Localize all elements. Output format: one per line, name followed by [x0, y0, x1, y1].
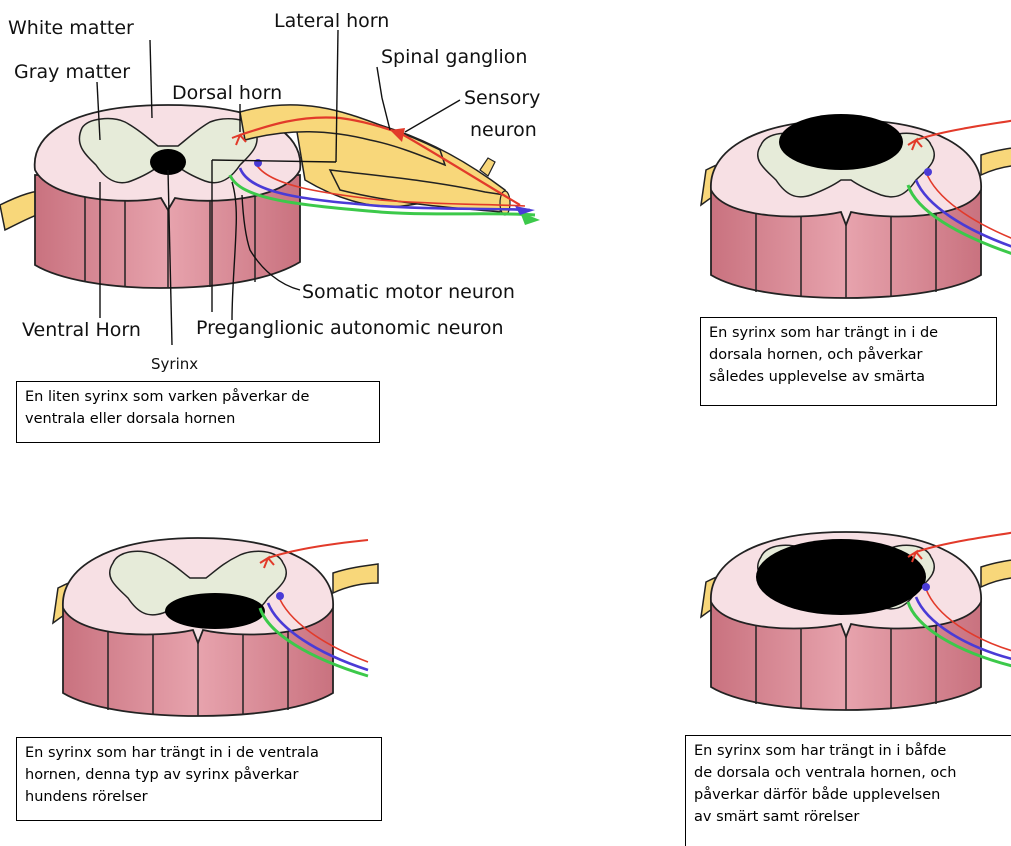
syrinx-both	[756, 539, 926, 615]
caption-line: En syrinx som har trängt in i de	[709, 322, 988, 344]
caption-line: således upplevelse av smärta	[709, 366, 988, 388]
label-somatic-motor-neuron: Somatic motor neuron	[302, 281, 515, 303]
caption-line: hundens rörelser	[25, 786, 373, 808]
syrinx-ventral	[165, 593, 265, 629]
label-dorsal-horn: Dorsal horn	[172, 82, 282, 104]
caption-both-syrinx: En syrinx som har trängt in i båfde de d…	[685, 735, 1011, 846]
caption-dorsal-syrinx: En syrinx som har trängt in i de dorsala…	[700, 317, 997, 406]
label-sensory-neuron-2: neuron	[470, 119, 537, 141]
panel-ventral-syrinx	[53, 538, 378, 716]
caption-small-syrinx: En liten syrinx som varken påverkar de v…	[16, 381, 380, 443]
panel-dorsal-syrinx	[701, 114, 1011, 298]
label-lateral-horn: Lateral horn	[274, 10, 389, 32]
caption-line: En syrinx som har trängt in i båfde	[694, 740, 1003, 762]
caption-line: de dorsala och ventrala hornen, och	[694, 762, 1003, 784]
caption-line: ventrala eller dorsala hornen	[25, 408, 371, 430]
label-white-matter: White matter	[8, 17, 134, 39]
panel-both-syrinx	[701, 532, 1011, 710]
panel-small-syrinx: White matter Gray matter Lateral horn Do…	[0, 10, 540, 373]
caption-line: hornen, denna typ av syrinx påverkar	[25, 764, 373, 786]
label-syrinx: Syrinx	[151, 355, 198, 373]
caption-line: dorsala hornen, och påverkar	[709, 344, 988, 366]
label-preganglionic-autonomic-neuron: Preganglionic autonomic neuron	[196, 317, 504, 339]
caption-line: påverkar därför både upplevelsen	[694, 784, 1003, 806]
caption-line: av smärt samt rörelser	[694, 806, 1003, 828]
caption-line: En syrinx som har trängt in i de ventral…	[25, 742, 373, 764]
label-ventral-horn: Ventral Horn	[22, 319, 141, 341]
label-spinal-ganglion: Spinal ganglion	[381, 46, 527, 68]
caption-line: En liten syrinx som varken påverkar de	[25, 386, 371, 408]
caption-ventral-syrinx: En syrinx som har trängt in i de ventral…	[16, 737, 382, 821]
label-gray-matter: Gray matter	[14, 61, 130, 83]
label-sensory-neuron-1: Sensory	[464, 87, 540, 109]
syrinx-dorsal	[779, 114, 903, 170]
